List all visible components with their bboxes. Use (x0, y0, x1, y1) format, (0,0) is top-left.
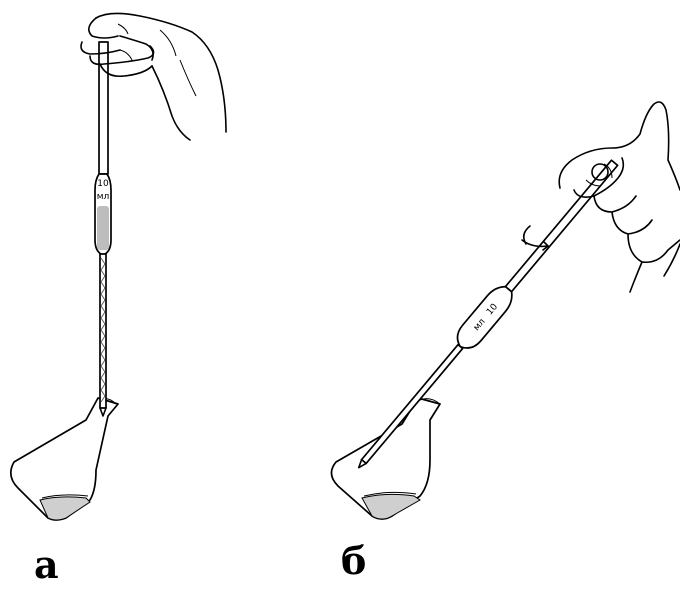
panel-a: 10 мл (11, 13, 226, 520)
pipette-unit-label: мл (97, 192, 110, 202)
panel-b: 10 мл (331, 102, 680, 519)
panel-label-b: б (341, 542, 366, 580)
pipette-a: 10 мл (95, 42, 111, 416)
pipette-b: 10 мл (350, 155, 624, 475)
pipette-volume-label: 10 (97, 179, 109, 189)
hand-b (559, 102, 680, 292)
panel-label-a: а (34, 546, 59, 584)
flask-a (11, 398, 118, 520)
flask-b (331, 398, 440, 519)
